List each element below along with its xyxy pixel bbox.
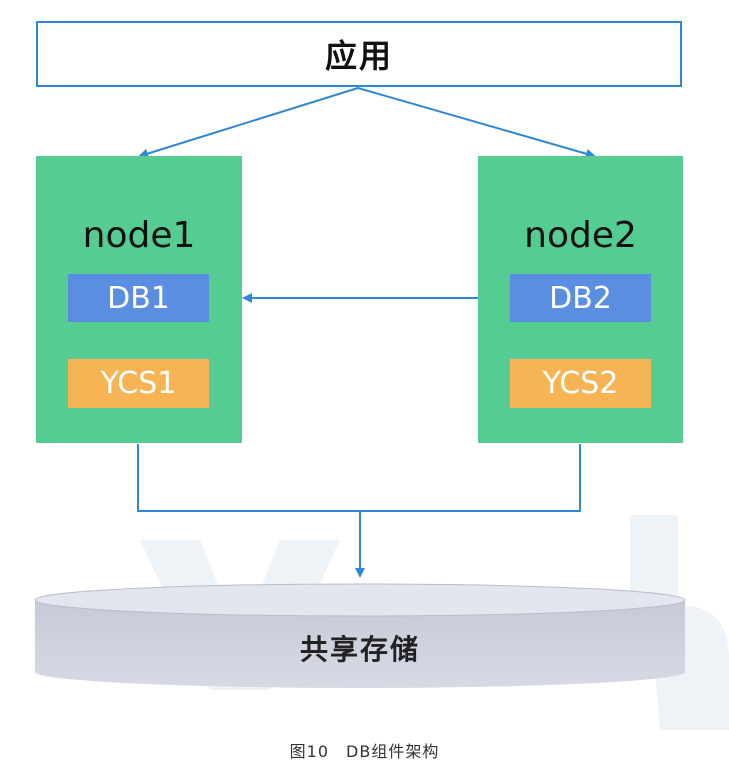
arrow-app-to-node2 [357, 87, 596, 159]
db1-box: DB1 [68, 274, 209, 322]
shared-storage-cylinder [34, 583, 686, 688]
ycs2-box: YCS2 [510, 359, 651, 408]
db2-box: DB2 [510, 274, 651, 322]
node2-title: node2 [524, 215, 637, 256]
node2-box: node2 DB2 YCS2 [478, 156, 683, 443]
ycs1-box: YCS1 [68, 359, 209, 408]
app-box: 应用 [36, 21, 682, 87]
node1-box: node1 DB1 YCS1 [36, 156, 242, 443]
figure-caption: 图10 DB组件架构 [289, 742, 440, 761]
arrow-app-to-node1 [138, 87, 359, 159]
node1-title: node1 [82, 215, 196, 256]
line-node1-to-bus [137, 444, 360, 512]
line-node2-to-bus [360, 444, 581, 512]
app-label: 应用 [324, 37, 393, 75]
storage-label: 共享存储 [299, 633, 420, 666]
